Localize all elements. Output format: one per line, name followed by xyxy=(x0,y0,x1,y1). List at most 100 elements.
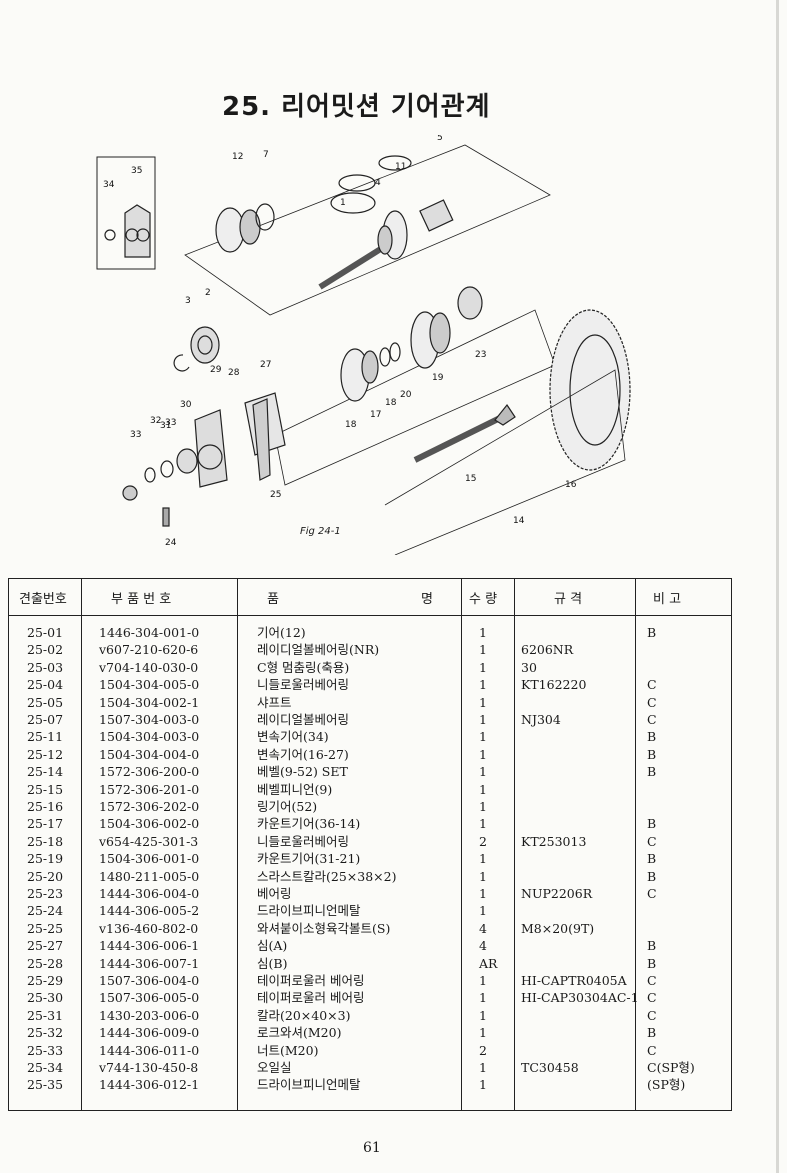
col-divider xyxy=(237,579,238,1110)
cell-part: 1572-306-201-0 xyxy=(99,781,200,797)
callout-number: 16 xyxy=(565,480,577,490)
cell-part: 1504-306-002-0 xyxy=(99,816,200,832)
cell-name: 레이디얼볼베어링 xyxy=(257,712,350,727)
cell-name: 테이퍼로울러 베어링 xyxy=(257,990,365,1006)
callout-number: 34 xyxy=(103,180,115,190)
cell-note: B xyxy=(647,868,657,884)
callout-number: 14 xyxy=(513,516,525,526)
cell-qty: 2 xyxy=(479,833,487,849)
cell-note: (SP형) xyxy=(647,1077,686,1093)
callout-number: 25 xyxy=(270,490,281,500)
cell-note: B xyxy=(647,816,657,832)
cell-name: 카운트기어(31-21) xyxy=(257,851,361,867)
callout-number: 19 xyxy=(432,373,444,383)
cell-no: 25-29 xyxy=(27,973,64,988)
col-divider xyxy=(514,579,515,1110)
cell-name: 변속기어(16-27) xyxy=(257,746,349,762)
cell-qty: 1 xyxy=(479,712,487,727)
cell-part: v136-460-802-0 xyxy=(99,920,199,936)
cell-part: 1444-306-009-0 xyxy=(99,1025,200,1041)
cell-spec: HI-CAPTR0405A xyxy=(521,973,627,988)
cell-no: 25-23 xyxy=(27,886,64,901)
cell-no: 25-16 xyxy=(27,799,64,814)
cell-part: v744-130-450-8 xyxy=(99,1060,199,1075)
page-title: 25. 리어밋션 기어관계 xyxy=(222,92,491,122)
cell-part: 1480-211-005-0 xyxy=(99,868,200,884)
cell-qty: 1 xyxy=(479,729,487,745)
cell-qty: 1 xyxy=(479,990,487,1006)
cell-qty: 1 xyxy=(479,625,487,640)
callout-number: 27 xyxy=(260,360,271,370)
cell-qty: 2 xyxy=(479,1042,487,1058)
cell-qty: 1 xyxy=(479,799,487,814)
page-edge xyxy=(776,0,779,1173)
cell-name: 드라이브피니언메탈 xyxy=(257,903,361,919)
header-name-left: 품 xyxy=(267,592,279,607)
callout-number: 35 xyxy=(131,166,142,176)
cell-qty: 1 xyxy=(479,781,487,797)
cell-part: 1430-203-006-0 xyxy=(99,1007,200,1023)
cell-note: C xyxy=(647,973,657,988)
cell-part: 1444-306-006-1 xyxy=(99,938,200,954)
cell-spec: NJ304 xyxy=(521,712,561,727)
cell-no: 25-02 xyxy=(27,642,64,658)
cell-qty: 1 xyxy=(479,816,487,832)
cell-no: 25-28 xyxy=(27,955,64,971)
cell-name: 칼라(20×40×3) xyxy=(257,1007,351,1023)
callout-number: 20 xyxy=(400,390,412,400)
callout-number: 33 xyxy=(165,418,176,428)
cell-qty: 1 xyxy=(479,694,487,710)
cell-qty: 1 xyxy=(479,1077,487,1093)
col-divider xyxy=(461,579,462,1110)
callout-number: 4 xyxy=(375,178,381,188)
cell-part: 1446-304-001-0 xyxy=(99,625,200,640)
cell-note: B xyxy=(647,746,657,762)
cell-no: 25-17 xyxy=(27,816,64,832)
cell-part: 1507-304-003-0 xyxy=(99,712,200,727)
cell-part: 1572-306-202-0 xyxy=(99,799,200,814)
cell-no: 25-32 xyxy=(27,1025,64,1041)
cell-part: v654-425-301-3 xyxy=(99,833,199,849)
cell-name: 심(B) xyxy=(257,955,288,971)
cell-no: 25-03 xyxy=(27,659,64,675)
cell-spec: KT162220 xyxy=(521,677,587,693)
header-part: 부 품 번 호 xyxy=(111,592,172,607)
cell-note: B xyxy=(647,764,657,780)
cell-no: 25-31 xyxy=(27,1007,64,1023)
callout-number: 18 xyxy=(385,398,397,408)
cell-spec: KT253013 xyxy=(521,833,587,849)
cell-qty: 1 xyxy=(479,973,487,988)
cell-part: 1504-304-003-0 xyxy=(99,729,200,745)
cell-part: 1444-306-007-1 xyxy=(99,955,200,971)
figure-label: Fig 24-1 xyxy=(300,526,341,537)
cell-name: 베벨피니언(9) xyxy=(257,781,333,797)
cell-name: 심(A) xyxy=(257,938,288,954)
cell-name: 너트(M20) xyxy=(257,1042,319,1058)
cell-part: 1444-306-012-1 xyxy=(99,1077,200,1093)
cell-no: 25-05 xyxy=(27,694,64,710)
callout-number: 5 xyxy=(437,135,443,143)
cell-spec: 30 xyxy=(521,659,537,675)
cell-note: C xyxy=(647,1007,657,1023)
cell-name: 기어(12) xyxy=(257,625,306,640)
cell-note: B xyxy=(647,938,657,954)
cell-part: 1504-304-002-1 xyxy=(99,694,200,710)
cell-qty: 1 xyxy=(479,1025,487,1041)
cell-part: 1572-306-200-0 xyxy=(99,764,200,780)
